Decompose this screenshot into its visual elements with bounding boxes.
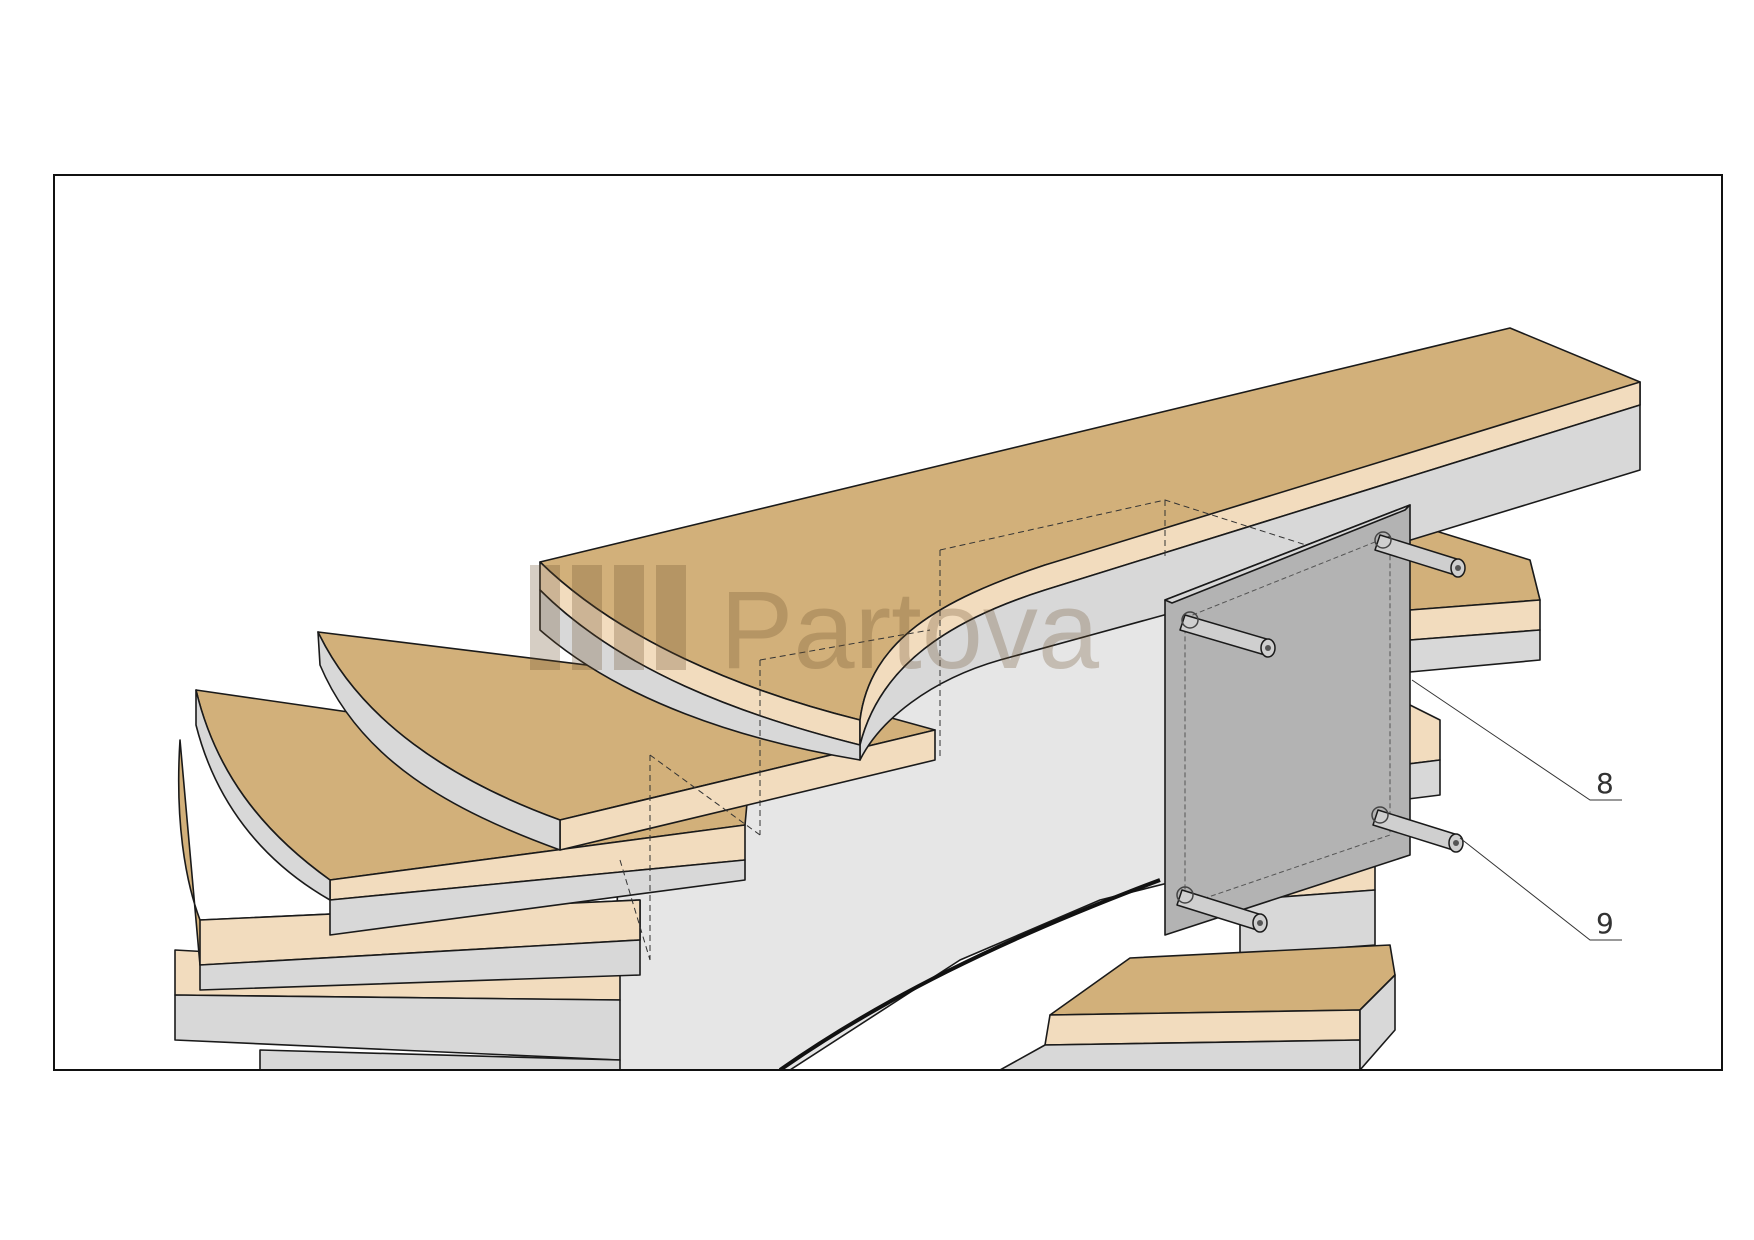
callout-9-label: 9	[1596, 907, 1614, 940]
tread-left-2	[317, 631, 936, 851]
callout-8-leader	[1411, 679, 1622, 801]
watermark-logo-icon	[530, 565, 560, 670]
watermark-text: Partova	[720, 569, 1100, 692]
hidden-lines	[619, 499, 1401, 961]
callout-8-label: 8	[1596, 767, 1614, 800]
watermark: Partova	[530, 565, 1100, 692]
stringer-curve	[778, 878, 1161, 1069]
callout-leaders	[1411, 679, 1622, 941]
tread-bottom-right	[1000, 944, 1396, 1069]
mounting-plate	[1164, 504, 1411, 936]
callout-9-leader	[1459, 837, 1622, 941]
anchor-rods	[1176, 531, 1466, 933]
